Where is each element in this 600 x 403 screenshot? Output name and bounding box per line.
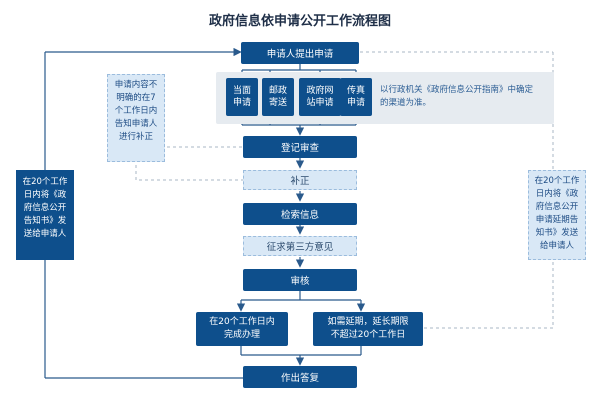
- third-party-step: 征求第三方意见: [243, 236, 357, 256]
- page-title: 政府信息依申请公开工作流程图: [208, 14, 391, 29]
- channel-website: 政府网 站申请: [299, 78, 341, 116]
- channel-fax: 传真 申请: [340, 78, 372, 116]
- register-step: 登记审查: [243, 136, 357, 158]
- search-step: 检索信息: [243, 203, 357, 225]
- done-in-time-step: 在20个工作日内 完成办理: [196, 312, 288, 346]
- channel-post: 邮政 寄送: [262, 78, 294, 116]
- unclear-request-note: 申请内容不明确的在7个工作日内告知申请人进行补正: [107, 74, 165, 162]
- notice-letter-left: 在20个工作日内将《政府信息公开告知书》发送给申请人: [16, 170, 74, 260]
- apply-step: 申请人提出申请: [241, 42, 359, 64]
- reply-step: 作出答复: [243, 366, 357, 388]
- channel-in-person: 当面 申请: [226, 78, 258, 116]
- extension-notice-right: 在20个工作日内将《政府信息公开申请延期告知书》发送给申请人: [528, 170, 586, 260]
- correction-step: 补正: [243, 170, 357, 190]
- channel-note: 以行政机关《政府信息公开指南》中确定的渠道为准。: [380, 85, 534, 108]
- review-step: 审核: [243, 269, 357, 291]
- extension-step: 如需延期，延长期限 不超过20个工作日: [313, 312, 423, 346]
